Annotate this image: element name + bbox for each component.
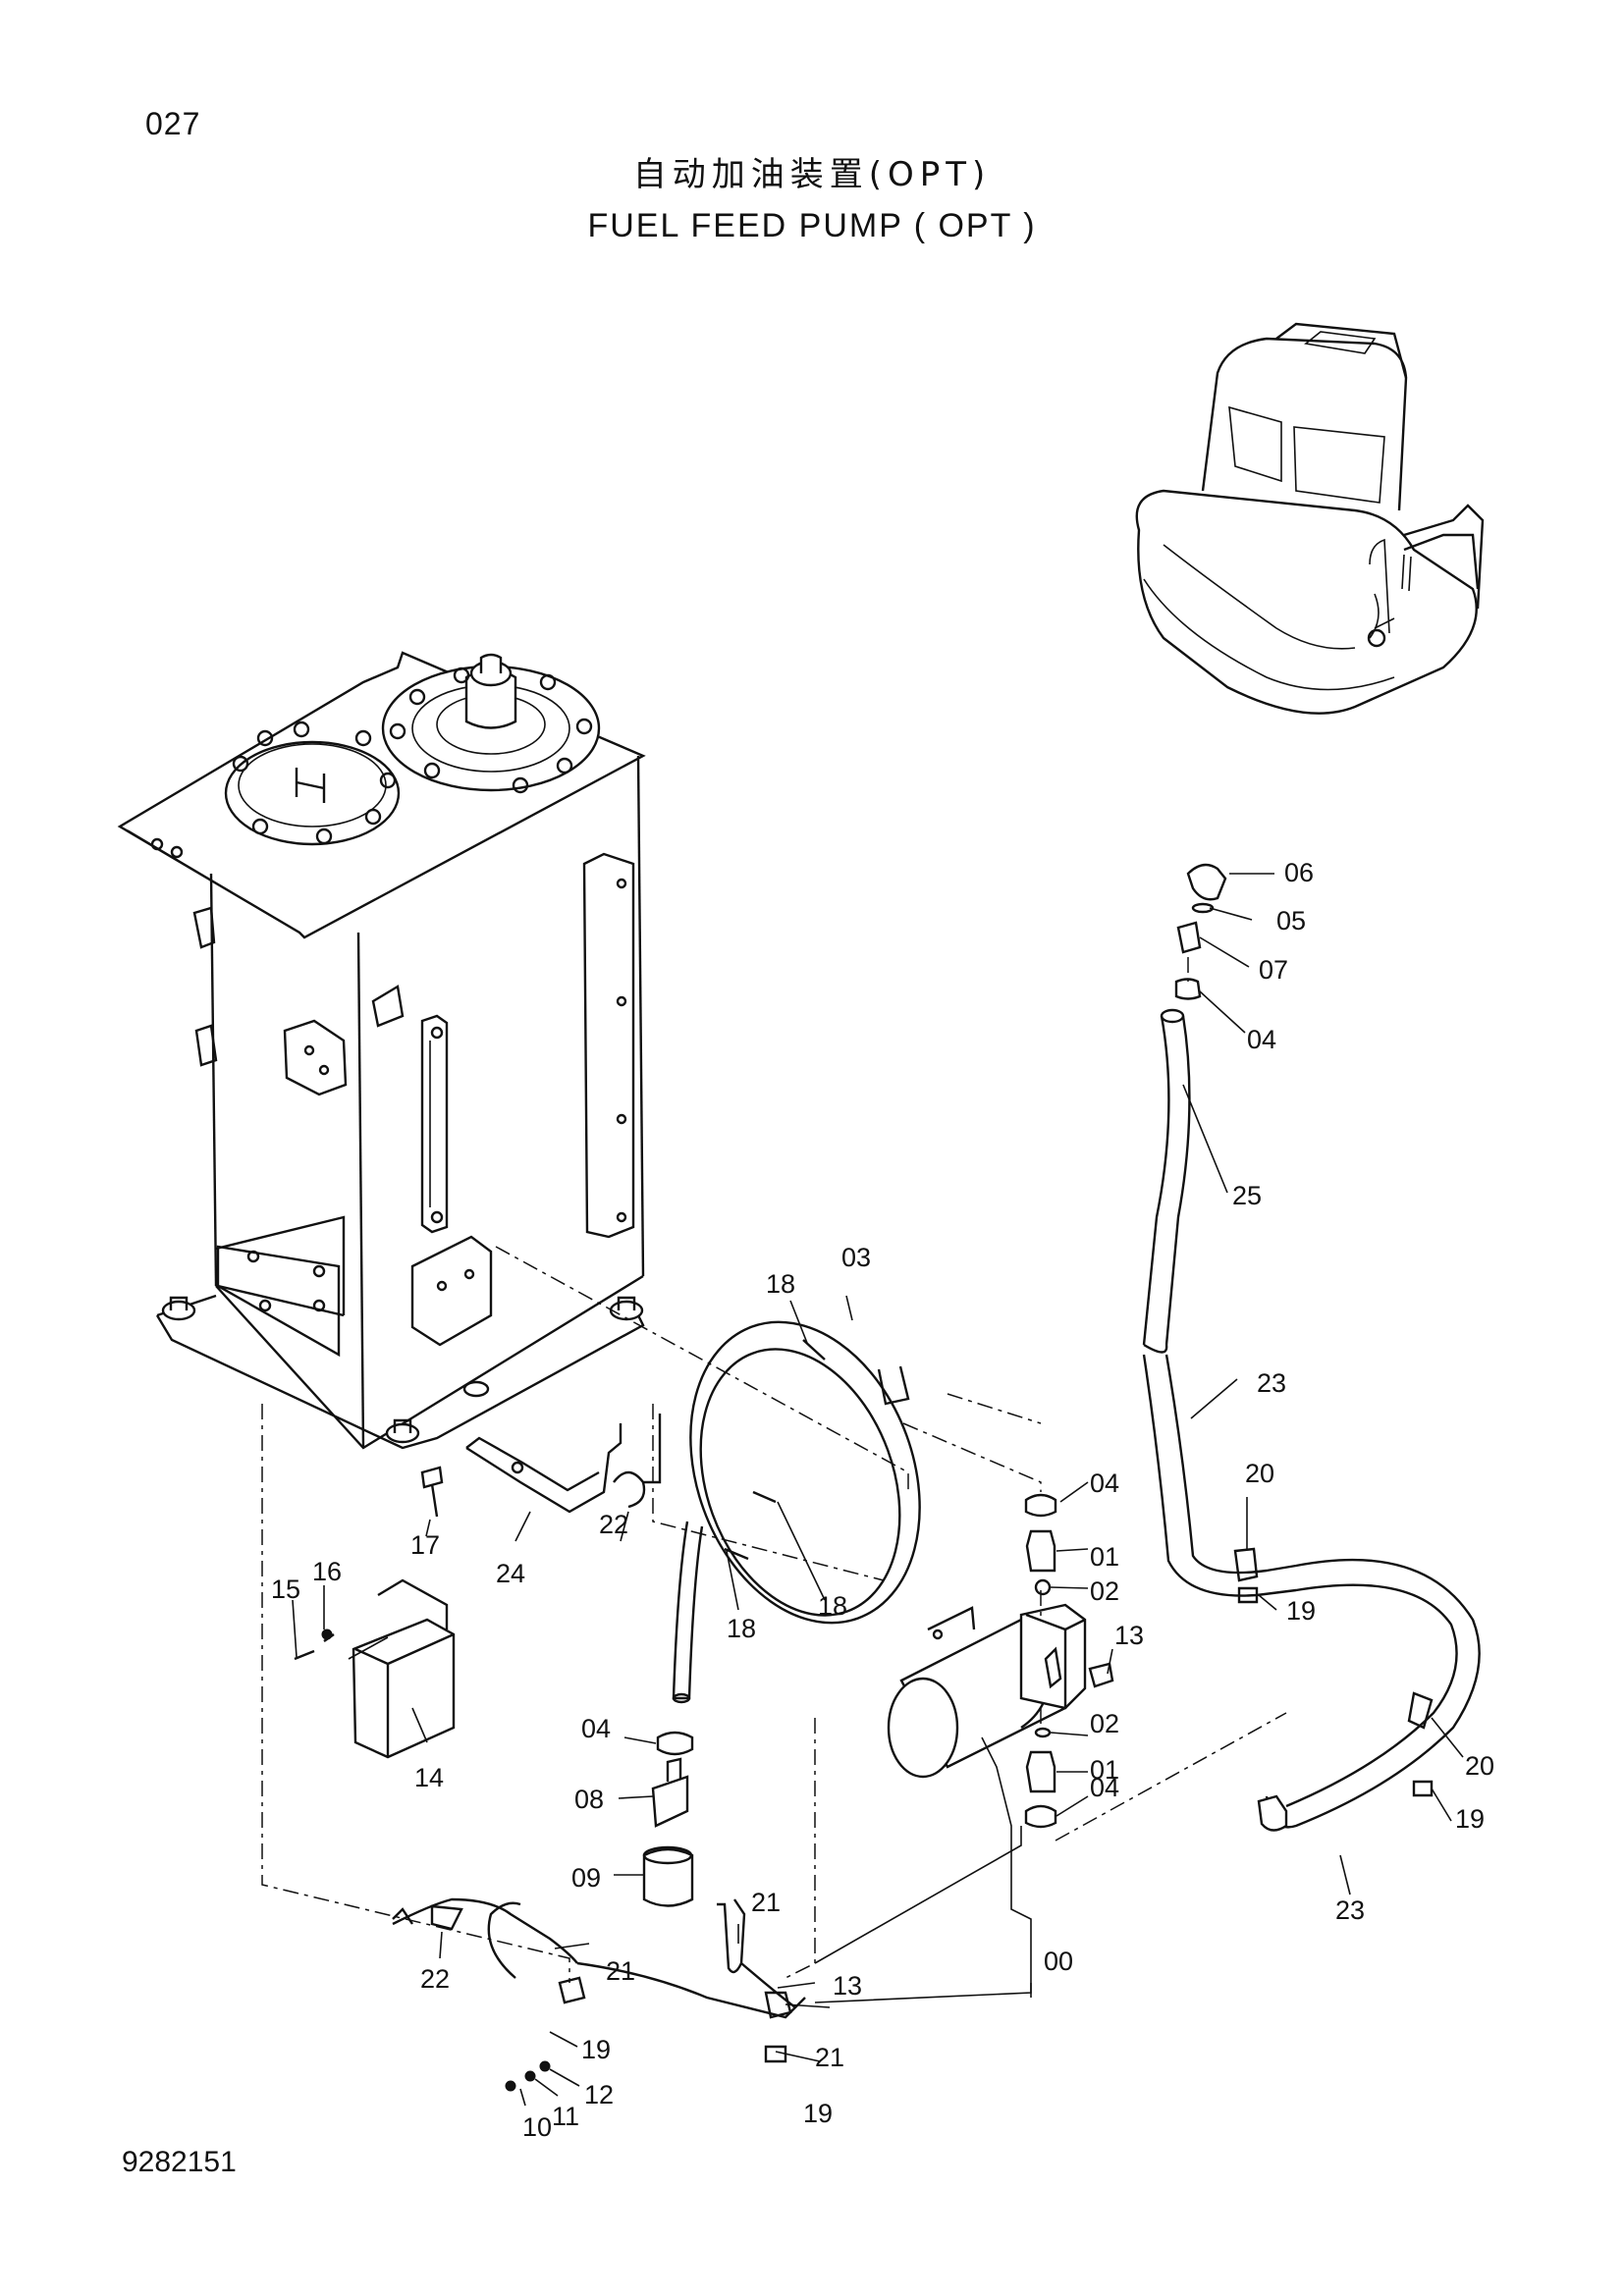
callout-label: 17 [410,1530,440,1560]
wiring-harness-part-00 [392,1897,806,2019]
suction-hose-part-25 [1142,1008,1191,1354]
callout-label: 02 [1090,1709,1119,1738]
callout-label: 18 [818,1591,847,1621]
callout-label: 25 [1232,1181,1262,1210]
callout-label: 19 [1286,1596,1316,1626]
title-block: 自动加油装置(OPT) FUEL FEED PUMP ( OPT ) [0,147,1624,245]
callout-label: 06 [1284,858,1314,887]
callout-label: 21 [815,2043,844,2072]
callout-label: 05 [1276,906,1306,935]
callout-label: 00 [1044,1947,1073,1976]
cover-part-14 [352,1618,456,1759]
callout-label: 13 [1114,1621,1144,1650]
callout-label: 07 [1259,955,1288,985]
callout-label: 20 [1245,1459,1274,1488]
callout-label: 14 [414,1763,444,1792]
drawing-number: 9282151 [122,2146,237,2178]
callout-label: 01 [1090,1542,1119,1572]
callout-label: 19 [803,2099,833,2128]
clamp-part-22 [613,1470,646,1509]
callout-label: 22 [599,1510,628,1539]
callout-label: 20 [1465,1751,1494,1781]
callout-label: 13 [833,1971,862,2001]
callout-label: 01 [1090,1755,1119,1785]
callout-label: 04 [1090,1773,1119,1802]
callout-label: 21 [751,1888,781,1917]
callout-label: 02 [1090,1576,1119,1606]
callout-label: 04 [581,1714,611,1743]
callout-label: 19 [581,2035,611,2064]
callout-label: 03 [841,1243,871,1272]
title-chinese: 自动加油装置(OPT) [632,155,992,194]
callout-labels: 00 01 01 02 02 03 04 04 04 04 05 06 07 0… [271,858,1494,2142]
callout-label: 12 [584,2080,614,2109]
page-number: 027 [145,106,201,141]
callout-label: 10 [522,2112,552,2142]
callout-label: 23 [1335,1896,1365,1925]
callout-label: 16 [312,1557,342,1586]
coiled-hose-part-03 [672,1320,921,1704]
callout-label: 18 [727,1614,756,1643]
callout-label: 04 [1247,1025,1276,1054]
callout-label: 21 [606,1956,635,1986]
callout-label: 08 [574,1785,604,1814]
callout-label: 22 [420,1964,450,1994]
callout-label: 23 [1257,1368,1286,1398]
callout-label: 09 [571,1863,601,1893]
callout-label: 18 [766,1269,795,1299]
callout-label: 19 [1455,1804,1485,1834]
callout-label: 11 [552,2102,579,2131]
return-hose-part-23 [1164,1354,1481,1829]
callout-label: 04 [1090,1468,1119,1498]
fuel-tank-icon [117,651,646,1450]
callout-label: 15 [271,1575,300,1604]
title-english: FUEL FEED PUMP ( OPT ) [587,207,1037,244]
callout-label: 24 [496,1559,525,1588]
excavator-locator-icon [1135,322,1485,715]
fuel-feed-pump-icon [887,1603,1087,1779]
bracket-part-24 [465,1423,623,1514]
